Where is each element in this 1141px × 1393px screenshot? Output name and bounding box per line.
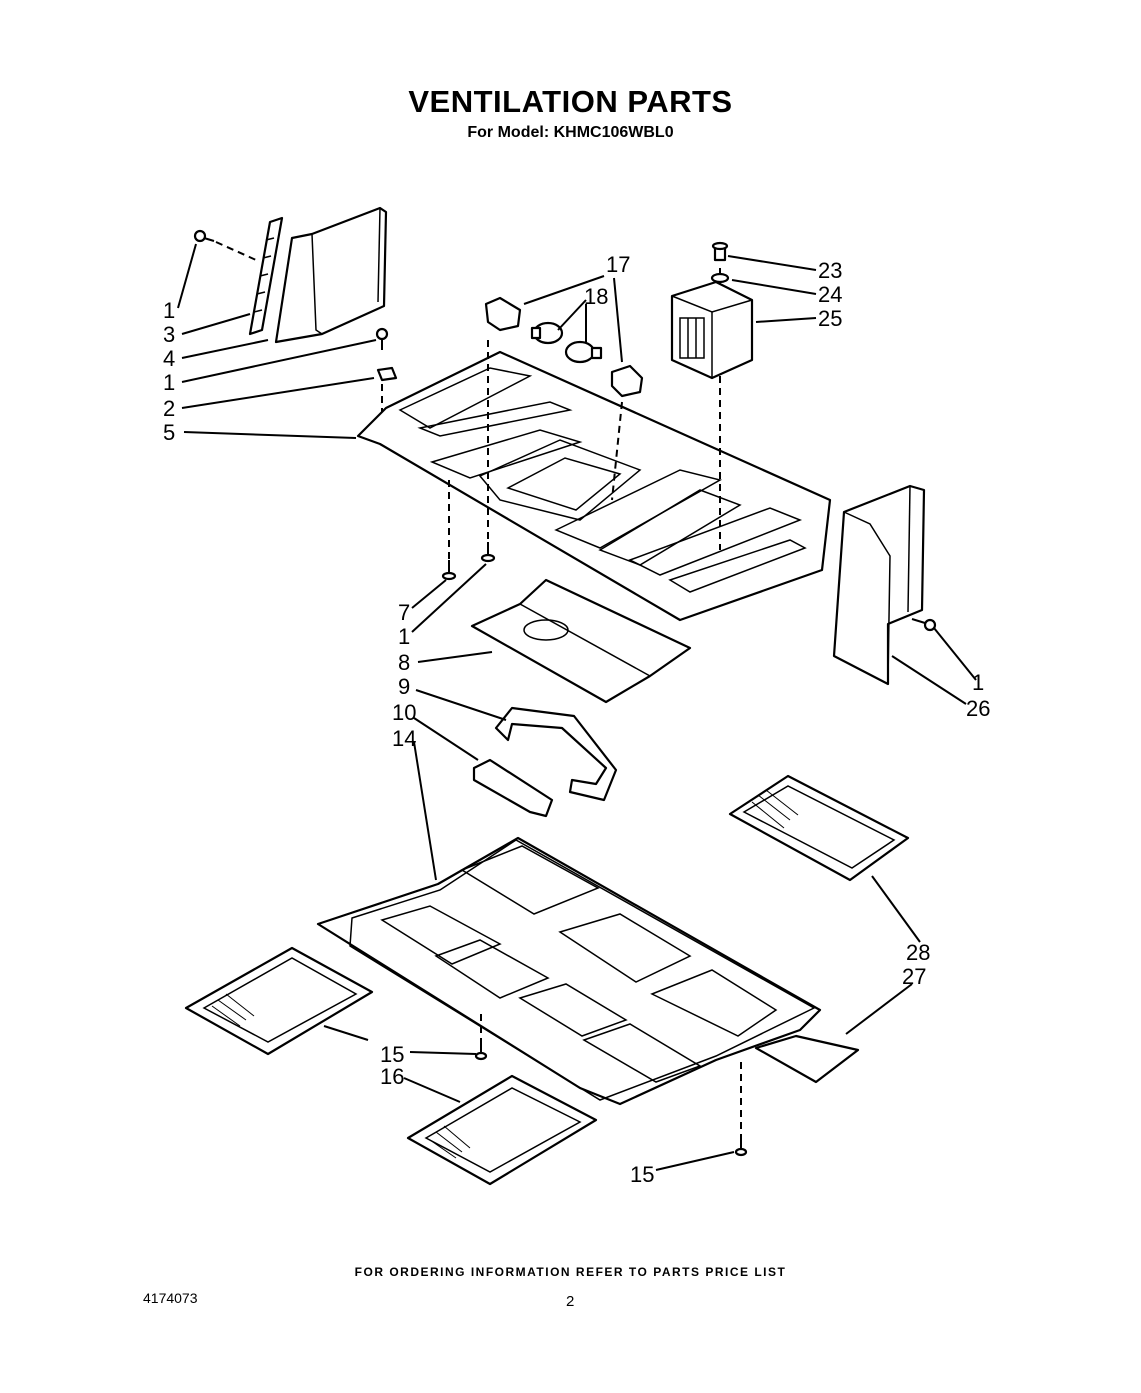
document-number: 4174073 [143, 1290, 198, 1306]
bottom-panel-14 [316, 836, 822, 1106]
filter-28 [728, 774, 910, 882]
damper-bracket-part [248, 216, 284, 336]
callout-14: 14 [392, 726, 416, 751]
page-title: VENTILATION PARTS [408, 84, 733, 119]
callout-8: 8 [398, 650, 410, 675]
callout-23: 23 [818, 258, 842, 283]
callout-4: 4 [163, 346, 175, 371]
grille-27 [754, 1034, 860, 1084]
washer-24 [710, 272, 730, 284]
clip-2 [376, 366, 398, 382]
callout-15b: 15 [630, 1162, 654, 1187]
lamp-bulb-18a [530, 321, 564, 345]
leader-lines [177, 243, 977, 1171]
callout-18: 18 [584, 284, 608, 309]
callout-27: 27 [902, 964, 926, 989]
vent-plate-part [356, 350, 832, 622]
callout-5: 5 [163, 420, 175, 445]
model-subtitle: For Model: KHMC106WBL0 [467, 124, 674, 141]
callout-16: 16 [380, 1064, 404, 1089]
callout-1a: 1 [163, 298, 175, 323]
callout-1d: 1 [972, 670, 984, 695]
screw-15a [474, 1040, 488, 1061]
screw-1d [911, 618, 937, 632]
filter-16a [184, 946, 374, 1056]
gasket-10 [472, 758, 554, 818]
screw-1c [480, 542, 496, 563]
screw-7 [441, 560, 457, 581]
filter-16b [406, 1074, 598, 1186]
side-duct-26 [832, 484, 926, 686]
screw-1a [193, 229, 215, 243]
relay-box-25 [670, 280, 754, 380]
callout-7: 7 [398, 600, 410, 625]
ordering-info-note: FOR ORDERING INFORMATION REFER TO PARTS … [354, 1265, 787, 1279]
callout-17: 17 [606, 252, 630, 277]
screw-15b [734, 1138, 748, 1157]
callout-26: 26 [966, 696, 990, 721]
gasket-9 [494, 706, 618, 802]
callout-3: 3 [163, 322, 175, 347]
screw-1b [375, 327, 389, 350]
callout-25: 25 [818, 306, 842, 331]
callout-2: 2 [163, 396, 175, 421]
callout-15a: 15 [380, 1042, 404, 1067]
vent-duct-part [274, 206, 388, 344]
lamp-bulb-18b [564, 340, 603, 364]
damper-plate-8 [470, 578, 692, 704]
callout-24: 24 [818, 282, 842, 307]
screw-23 [711, 241, 729, 262]
callout-1b: 1 [163, 370, 175, 395]
lamp-socket-17a [484, 296, 522, 332]
lamp-socket-17b [610, 364, 644, 398]
callout-1c: 1 [398, 624, 410, 649]
callout-10: 10 [392, 700, 416, 725]
callout-9: 9 [398, 674, 410, 699]
page-number: 2 [566, 1293, 575, 1310]
callout-28: 28 [906, 940, 930, 965]
